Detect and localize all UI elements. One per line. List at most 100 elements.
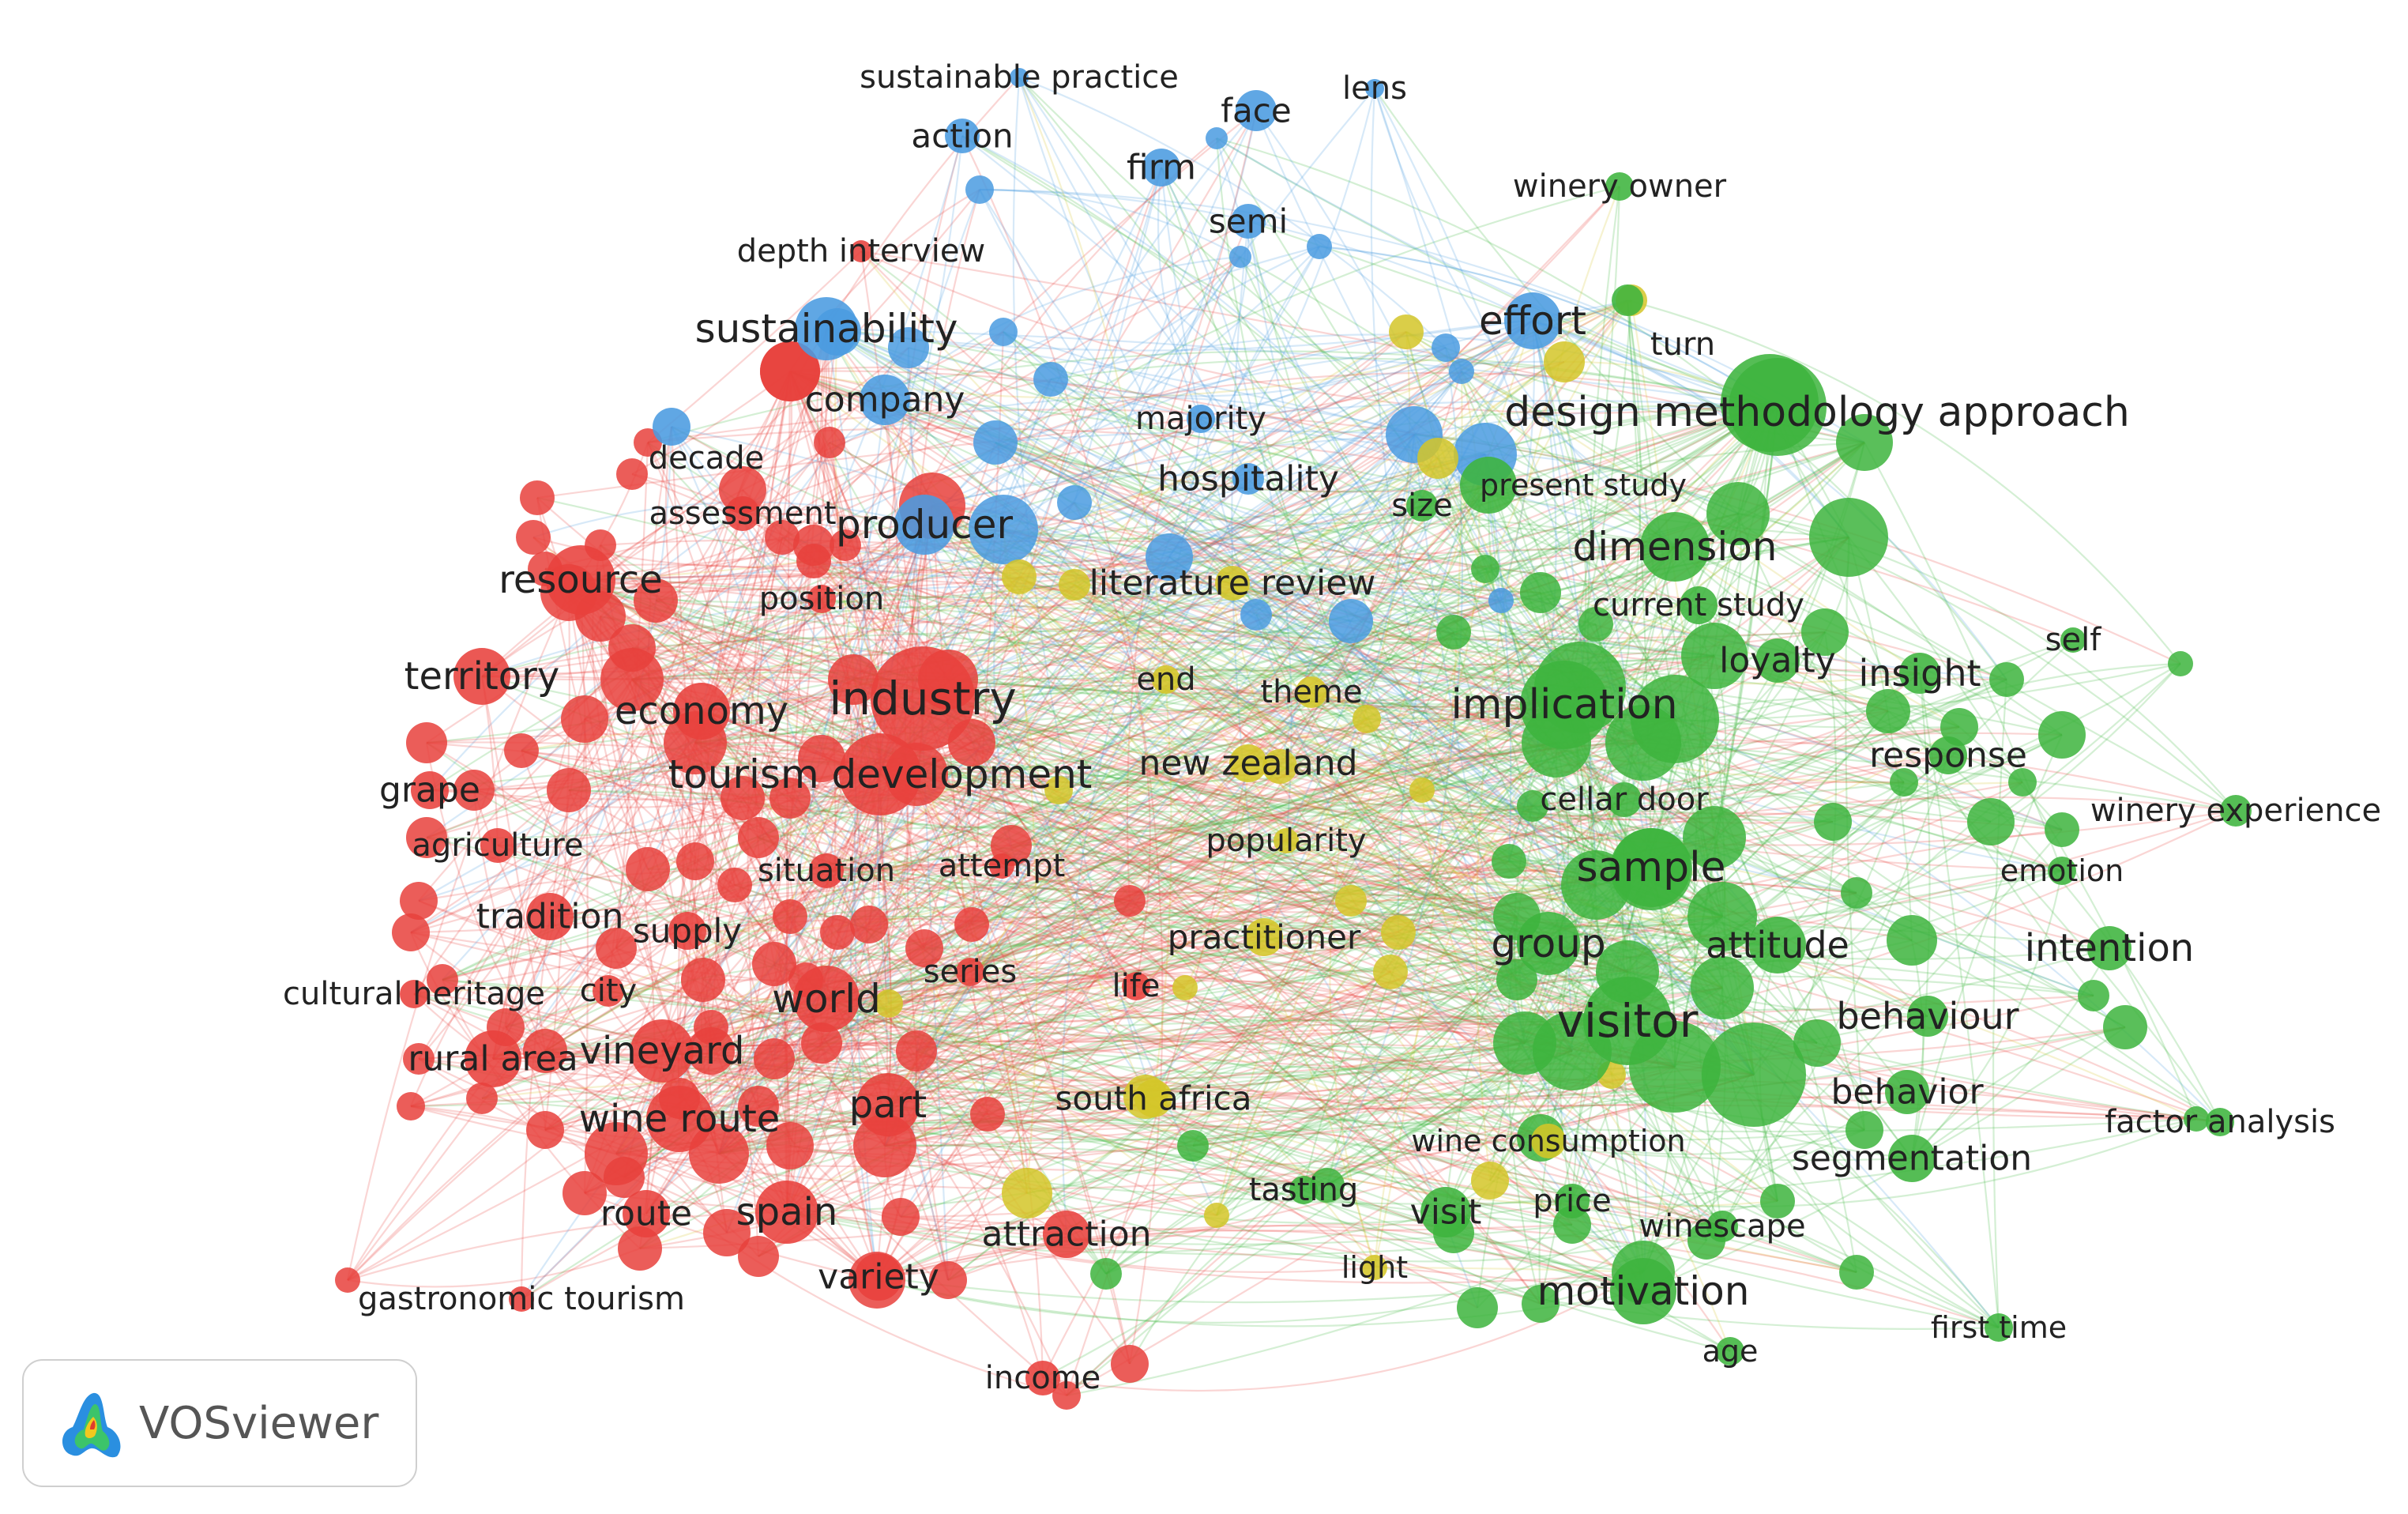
network-node-yellow[interactable]	[875, 989, 903, 1018]
network-node-red[interactable]	[1052, 1381, 1081, 1410]
network-node-green[interactable]	[2045, 812, 2079, 847]
network-node-green[interactable]	[1492, 844, 1526, 879]
node-attempt[interactable]	[989, 853, 1014, 879]
network-node-red[interactable]	[676, 842, 714, 880]
node-end[interactable]	[1152, 665, 1180, 694]
node-cultural-heritage[interactable]	[400, 980, 428, 1008]
network-node-green[interactable]	[1702, 1023, 1806, 1127]
network-node-blue[interactable]	[965, 175, 994, 204]
network-node-red[interactable]	[970, 1097, 1005, 1132]
network-node-yellow[interactable]	[1002, 1168, 1052, 1218]
network-node-green[interactable]	[1989, 662, 2024, 697]
node-age[interactable]	[1716, 1337, 1744, 1365]
node-visitor[interactable]	[1583, 977, 1672, 1065]
network-node-red[interactable]	[765, 520, 800, 555]
node-first-time[interactable]	[1985, 1313, 2013, 1342]
network-node-green[interactable]	[1578, 607, 1613, 642]
network-node-green[interactable]	[1890, 768, 1918, 797]
node-literature-review[interactable]	[1215, 566, 1250, 601]
node-hospitality[interactable]	[1232, 463, 1264, 495]
node-winery-owner[interactable]	[1605, 172, 1634, 201]
network-node-red[interactable]	[561, 695, 608, 743]
network-node-green[interactable]	[1471, 555, 1499, 583]
node-territory[interactable]	[453, 648, 510, 705]
network-node-yellow[interactable]	[1335, 885, 1367, 917]
node-spain[interactable]	[755, 1181, 818, 1244]
node-situation[interactable]	[809, 853, 844, 888]
network-node-green[interactable]	[1801, 608, 1849, 656]
node-effort[interactable]	[1504, 292, 1561, 349]
network-node-yellow[interactable]	[1172, 975, 1198, 1000]
network-node-green[interactable]	[1793, 1019, 1841, 1067]
network-node-blue[interactable]	[1229, 246, 1251, 268]
node-decade[interactable]	[653, 408, 690, 446]
node-sustainable-practice[interactable]	[1010, 68, 1029, 87]
network-node-blue[interactable]	[1449, 359, 1474, 384]
network-node-red[interactable]	[400, 882, 438, 920]
network-node-green[interactable]	[1940, 708, 1978, 746]
node-producer[interactable]	[894, 495, 954, 555]
network-node-green[interactable]	[2103, 1005, 2147, 1049]
network-node-blue[interactable]	[888, 327, 929, 368]
network-node-blue[interactable]	[1432, 333, 1460, 362]
node-face[interactable]	[1236, 90, 1277, 131]
node-response[interactable]	[1929, 736, 1967, 774]
network-node-blue[interactable]	[1488, 588, 1514, 613]
node-rural-area[interactable]	[465, 1030, 521, 1087]
node-resource[interactable]	[546, 545, 615, 615]
network-node-red[interactable]	[814, 427, 845, 458]
network-node-green[interactable]	[1520, 572, 1561, 613]
network-node-red[interactable]	[604, 1157, 645, 1198]
network-node-blue[interactable]	[1206, 127, 1228, 149]
node-supply[interactable]	[668, 912, 706, 950]
network-node-blue[interactable]	[1329, 599, 1373, 643]
network-node-green[interactable]	[1681, 623, 1748, 689]
network-node-red[interactable]	[453, 770, 495, 811]
network-node-red[interactable]	[335, 1267, 360, 1293]
network-node-red[interactable]	[717, 868, 752, 902]
network-node-yellow[interactable]	[1262, 749, 1297, 784]
node-depth-interview[interactable]	[850, 240, 872, 262]
network-node-yellow[interactable]	[1389, 314, 1424, 349]
network-node-green[interactable]	[1522, 1285, 1560, 1323]
network-node-green[interactable]	[1683, 806, 1746, 869]
network-node-yellow[interactable]	[1417, 438, 1458, 479]
network-node-red[interactable]	[828, 654, 879, 705]
network-node-blue[interactable]	[1240, 599, 1272, 631]
network-node-red[interactable]	[905, 929, 943, 967]
network-node-yellow[interactable]	[1044, 776, 1073, 804]
network-node-red[interactable]	[801, 1023, 842, 1064]
node-winery-experience[interactable]	[2220, 795, 2252, 827]
network-node-red[interactable]	[694, 1010, 728, 1045]
node-popularity[interactable]	[1274, 828, 1299, 853]
network-node-yellow[interactable]	[1373, 955, 1408, 989]
node-city[interactable]	[593, 975, 624, 1007]
network-node-blue[interactable]	[989, 318, 1018, 346]
network-node-green[interactable]	[1836, 414, 1893, 471]
node-action[interactable]	[945, 119, 980, 153]
network-node-red[interactable]	[769, 778, 811, 819]
network-node-green[interactable]	[1866, 689, 1910, 733]
node-series[interactable]	[956, 958, 984, 986]
node-loyalty[interactable]	[1755, 638, 1800, 683]
network-node-red[interactable]	[798, 735, 845, 782]
network-node-yellow[interactable]	[1381, 915, 1416, 950]
node-tradition[interactable]	[526, 893, 574, 940]
network-node-red[interactable]	[392, 913, 430, 951]
network-node-red[interactable]	[523, 1029, 567, 1073]
network-node-red[interactable]	[547, 768, 591, 812]
network-node-red[interactable]	[397, 1092, 425, 1120]
node-route[interactable]	[623, 1190, 670, 1237]
network-node-red[interactable]	[752, 942, 796, 986]
node-emotion[interactable]	[2048, 857, 2076, 885]
network-node-red[interactable]	[738, 817, 779, 858]
network-node-red[interactable]	[618, 1226, 662, 1271]
node-turn[interactable]	[1612, 284, 1643, 316]
node-assessment[interactable]	[725, 496, 760, 531]
network-node-green[interactable]	[2168, 651, 2193, 676]
network-node-red[interactable]	[796, 544, 831, 578]
network-node-green[interactable]	[2184, 1106, 2209, 1132]
network-node-green[interactable]	[1493, 1011, 1556, 1075]
network-node-red[interactable]	[882, 1198, 920, 1236]
node-group[interactable]	[1517, 912, 1580, 975]
